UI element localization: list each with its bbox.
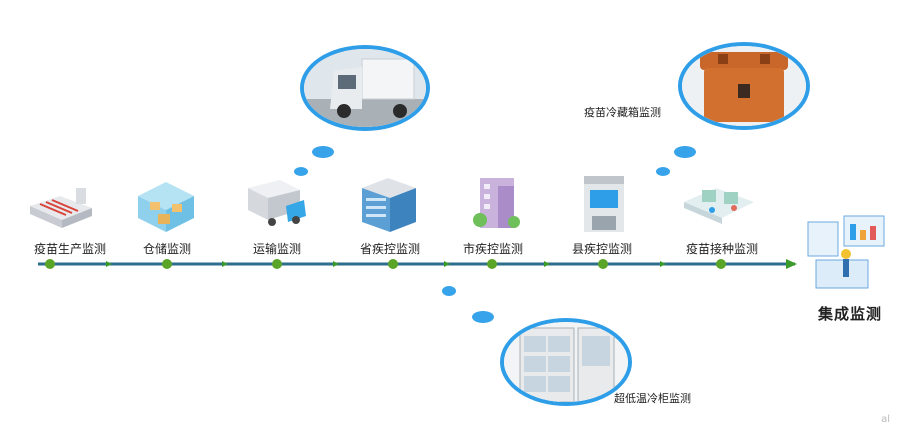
node-label-provincial-cdc: 省疾控监测	[359, 242, 421, 256]
truck-icon	[248, 180, 306, 226]
clinic-icon	[684, 188, 754, 224]
timeline-node	[272, 259, 282, 269]
node-label-city-cdc: 市疾控监测	[462, 242, 524, 256]
timeline-node	[716, 259, 726, 269]
connector-dot	[312, 146, 334, 158]
building-icon	[473, 178, 520, 228]
production-line-icon	[30, 188, 92, 228]
node-label-county-cdc: 县疾控监测	[571, 242, 633, 256]
integrated-monitoring-title: 集成监测	[817, 305, 883, 323]
watermark: al	[881, 414, 890, 425]
connector-dot	[294, 167, 308, 176]
connector-dot	[674, 146, 696, 158]
freezer-label: 超低温冷柜监测	[614, 392, 691, 405]
building-icon	[584, 176, 624, 232]
timeline-arrow	[444, 261, 450, 267]
building-icon	[362, 178, 416, 232]
node-label-production: 疫苗生产监测	[33, 242, 107, 256]
timeline-node	[487, 259, 497, 269]
timeline-arrows	[106, 261, 666, 267]
timeline-arrow	[660, 261, 666, 267]
freezer-bubble	[500, 318, 632, 406]
truck-photo-bubble	[300, 45, 430, 131]
timeline-node	[45, 259, 55, 269]
timeline-end-arrow	[786, 259, 797, 269]
truck-photo-icon	[304, 49, 426, 127]
timeline-arrow	[106, 261, 112, 267]
timeline-arrow	[222, 261, 228, 267]
timeline-node	[388, 259, 398, 269]
connector-dot	[656, 167, 670, 176]
cold-box-bubble	[678, 42, 810, 130]
cold-box-icon	[682, 46, 806, 126]
warehouse-icon	[138, 182, 194, 232]
timeline-arrow	[333, 261, 339, 267]
timeline-nodes	[45, 259, 726, 269]
node-label-storage: 仓储监测	[142, 242, 192, 256]
node-label-vaccination: 疫苗接种监测	[685, 242, 759, 256]
freezer-icon	[504, 322, 628, 402]
timeline-node	[162, 259, 172, 269]
node-label-transport: 运输监测	[252, 242, 302, 256]
timeline-arrow	[544, 261, 550, 267]
cold-box-label: 疫苗冷藏箱监测	[584, 106, 661, 119]
connector-dot	[442, 286, 456, 296]
connector-dot	[472, 311, 494, 323]
timeline-node	[598, 259, 608, 269]
dashboard-icon	[807, 215, 885, 289]
